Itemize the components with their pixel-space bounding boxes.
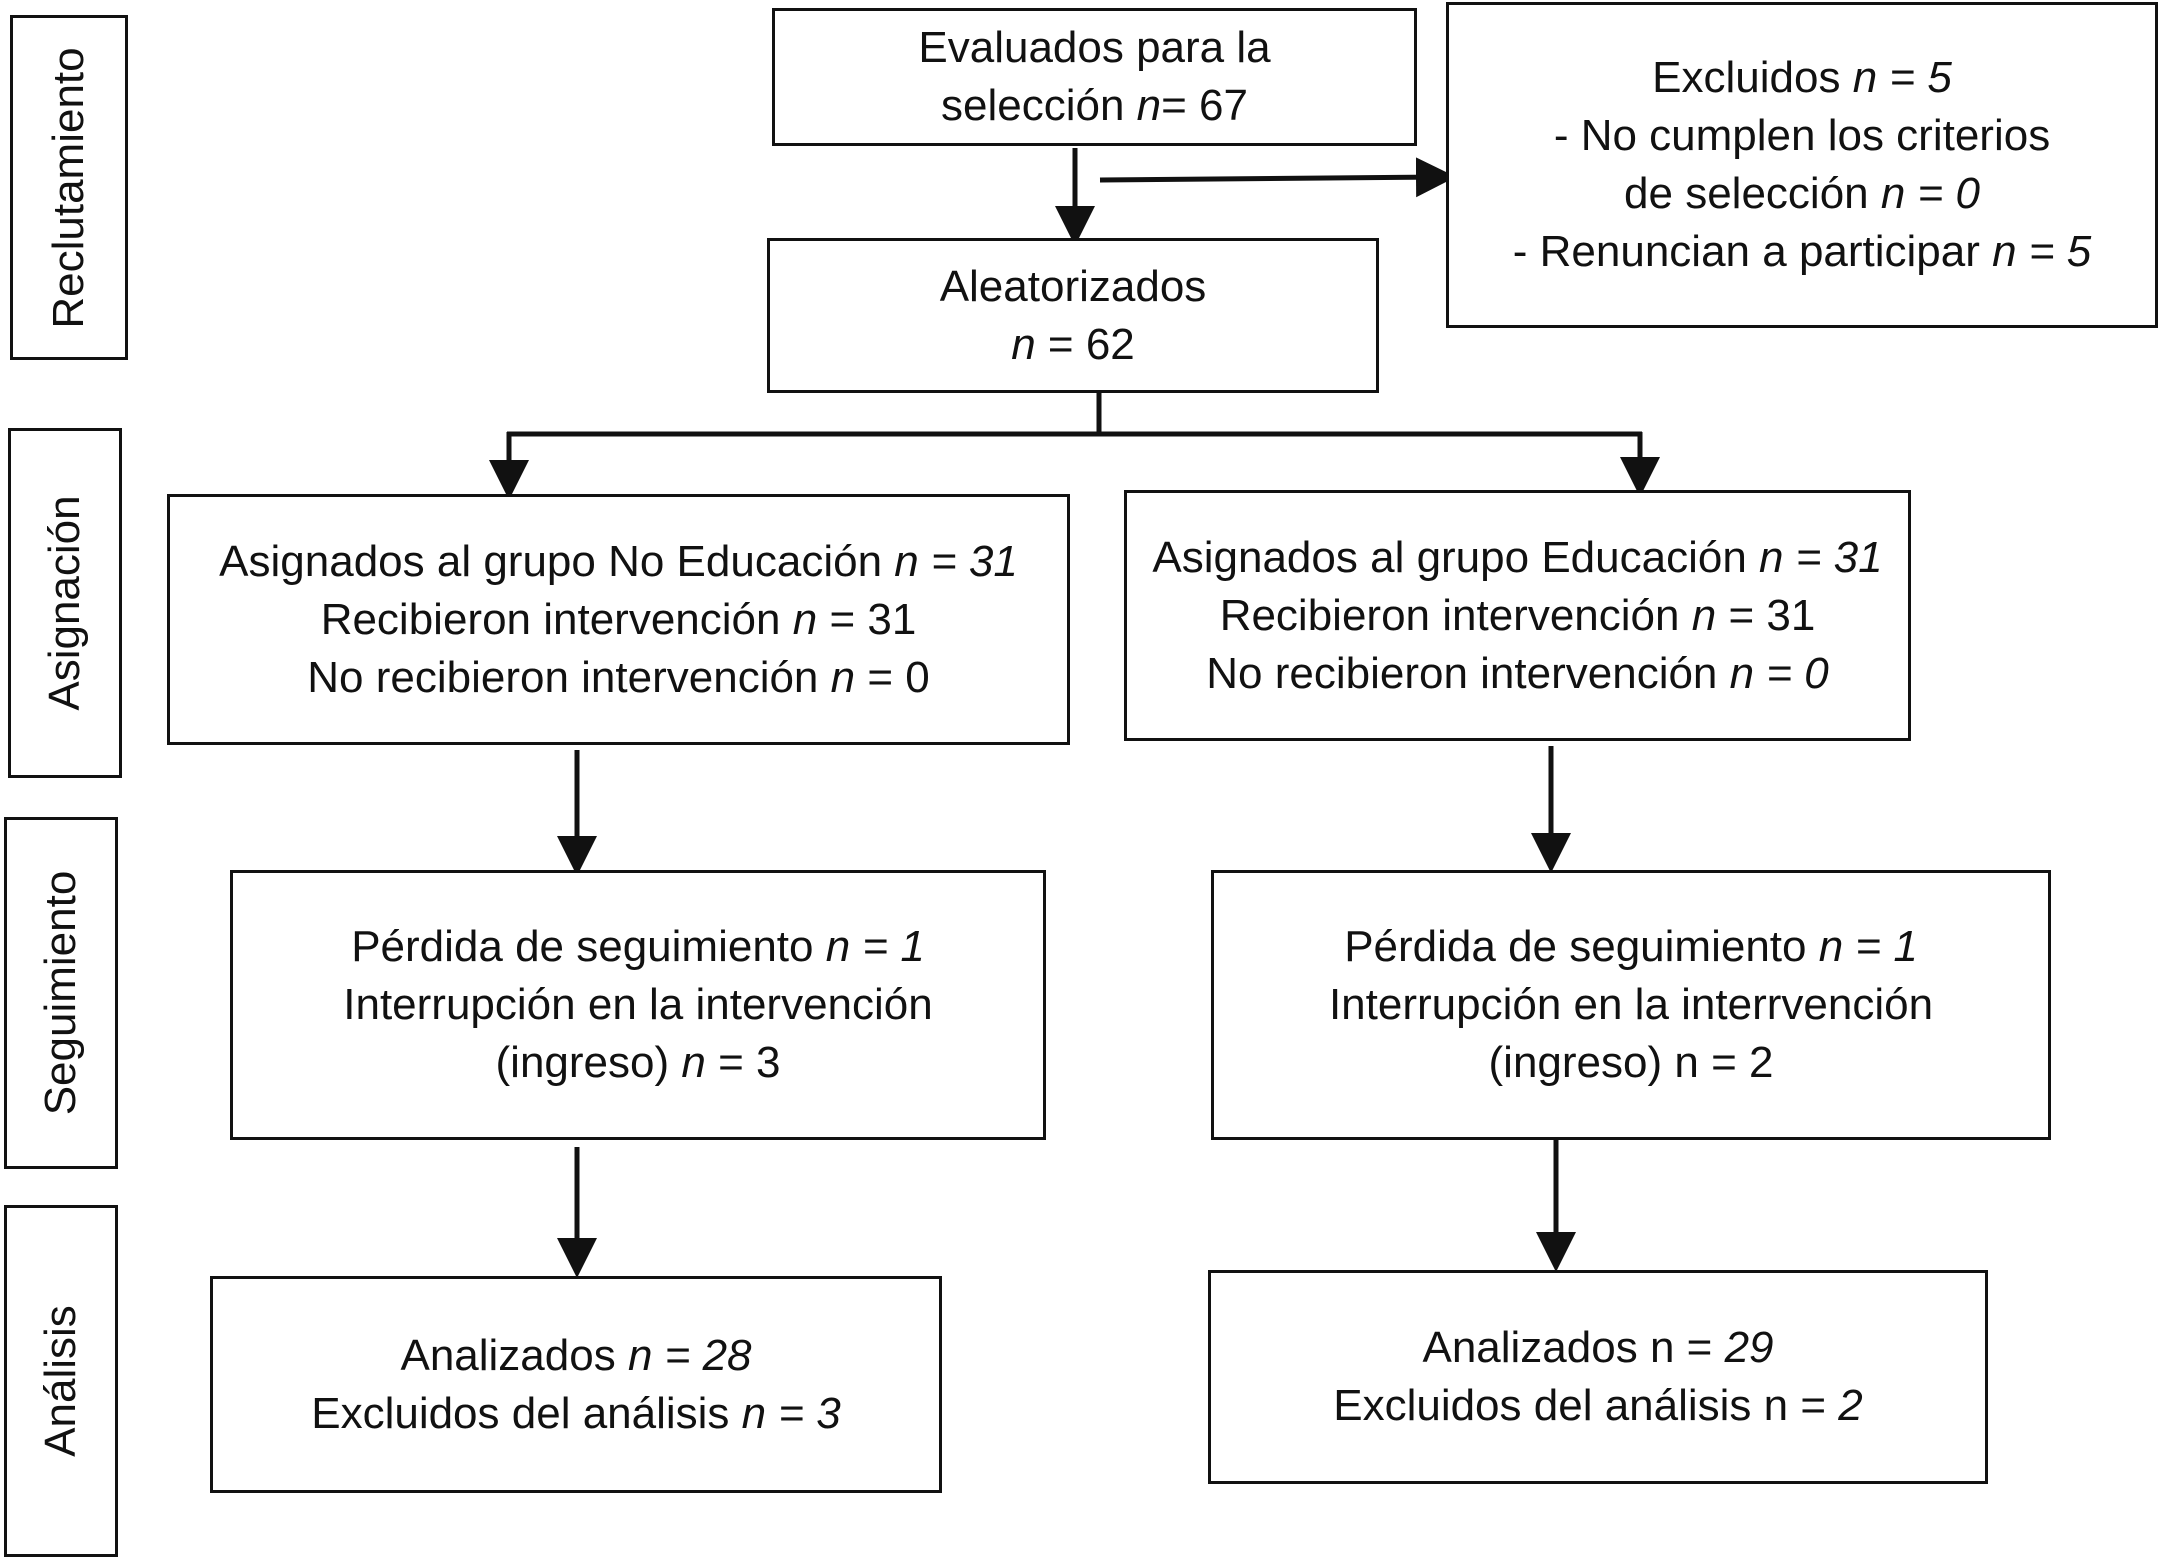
- assessed-line-1: Evaluados para la: [918, 23, 1271, 72]
- right-interrupt-line-2: (ingreso) n = 2: [1488, 1038, 1774, 1087]
- randomized-line-1: Aleatorizados: [939, 261, 1207, 311]
- right-allocation-box: Asignados al grupo Educación n = 31 Reci…: [1124, 490, 1911, 741]
- stage-analysis: Análisis: [4, 1205, 118, 1557]
- right-interrupt-line-1: Interrupción en la interrvención: [1328, 980, 1934, 1029]
- randomized-line-2: n = 62: [1011, 319, 1135, 369]
- excluded-box: Excluidos n = 5 - No cumplen los criteri…: [1446, 2, 2158, 328]
- right-not-received: No recibieron intervención n = 0: [1206, 648, 1829, 698]
- right-allocated: Asignados al grupo Educación n = 31: [1152, 532, 1883, 582]
- left-analyzed: Analizados n = 28: [400, 1330, 752, 1380]
- left-analysis-box: Analizados n = 28 Excluidos del análisis…: [210, 1276, 942, 1493]
- assessed-line-2: selección n= 67: [940, 81, 1249, 130]
- excluded-criteria-line-2: de selección n = 0: [1624, 169, 1980, 218]
- stage-recruitment: Reclutamiento: [10, 15, 128, 360]
- assessed-box: Evaluados para la selección n= 67: [772, 8, 1417, 146]
- excluded-declined: - Renuncian a participar n = 5: [1512, 227, 2092, 276]
- left-allocation-box: Asignados al grupo No Educación n = 31 R…: [167, 494, 1070, 745]
- left-interrupt-line-1: Interrupción en la intervención: [343, 980, 933, 1029]
- right-received: Recibieron intervención n = 31: [1219, 590, 1816, 640]
- stage-allocation: Asignación: [8, 428, 122, 778]
- left-interrupt-line-2: (ingreso) n = 3: [495, 1038, 781, 1087]
- excluded-title: Excluidos n = 5: [1652, 53, 1952, 102]
- left-received: Recibieron intervención n = 31: [320, 594, 917, 644]
- left-not-received: No recibieron intervención n = 0: [307, 652, 930, 702]
- right-analysis-box: Analizados n = 29 Excluidos del análisis…: [1208, 1270, 1988, 1484]
- stage-follow-up: Seguimiento: [4, 817, 118, 1169]
- excluded-criteria-line-1: - No cumplen los criterios: [1553, 111, 2051, 160]
- arrow-to-excluded: [1099, 157, 1456, 198]
- right-excluded-analysis: Excluidos del análisis n = 2: [1333, 1381, 1863, 1430]
- right-analyzed: Analizados n = 29: [1422, 1323, 1774, 1372]
- left-excluded-analysis: Excluidos del análisis n = 3: [311, 1388, 841, 1438]
- right-lost: Pérdida de seguimiento n = 1: [1344, 922, 1918, 971]
- left-lost: Pérdida de seguimiento n = 1: [351, 922, 925, 971]
- right-followup-box: Pérdida de seguimiento n = 1 Interrupció…: [1211, 870, 2051, 1140]
- left-allocated: Asignados al grupo No Educación n = 31: [219, 536, 1018, 586]
- left-followup-box: Pérdida de seguimiento n = 1 Interrupció…: [230, 870, 1046, 1140]
- randomized-box: Aleatorizados n = 62: [767, 238, 1379, 393]
